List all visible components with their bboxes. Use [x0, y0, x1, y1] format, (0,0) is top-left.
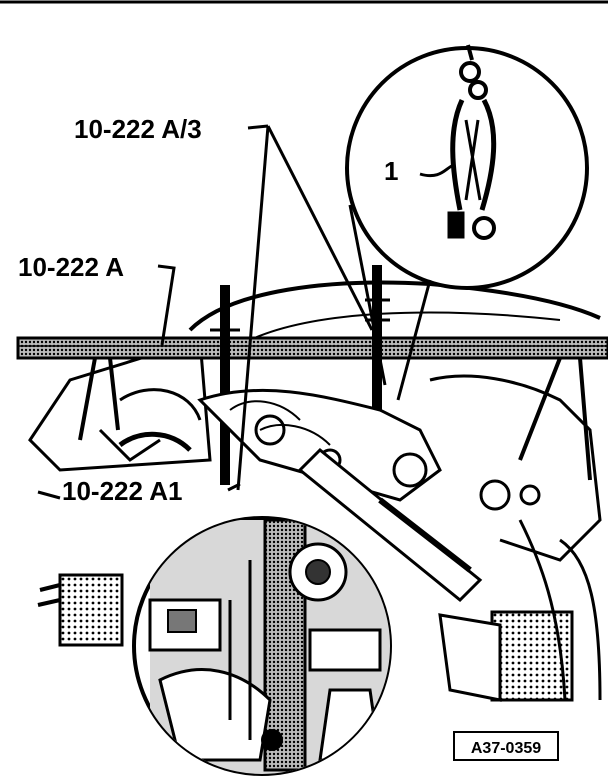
bar-right-leg	[518, 357, 592, 481]
engine-block	[98, 374, 602, 562]
upper-detail-circle	[345, 46, 589, 290]
lower-detail-content	[148, 518, 390, 774]
label-bar-tool: 10-222 A	[18, 252, 124, 282]
figure-code-box	[453, 731, 559, 761]
subframe-arm	[297, 447, 483, 603]
figure-code: A37-0359	[471, 740, 541, 757]
bar-left-leg	[78, 357, 120, 441]
left-hatched-block	[58, 573, 124, 647]
right-spindle	[372, 265, 382, 455]
right-hatched-block	[490, 610, 574, 702]
label-top-tool: 10-222 A/3	[74, 114, 202, 144]
right-lower-structure	[518, 519, 602, 701]
support-bar	[16, 336, 608, 360]
engine-cover-outline	[188, 280, 601, 332]
label-lower-tool: 10-222 A1	[62, 476, 182, 506]
label-detail-item: 1	[384, 156, 398, 186]
left-spindle	[220, 285, 230, 485]
detail-connector-lines	[348, 204, 432, 401]
callout-leaders	[37, 124, 453, 500]
clamp-tool-detail	[447, 44, 497, 240]
